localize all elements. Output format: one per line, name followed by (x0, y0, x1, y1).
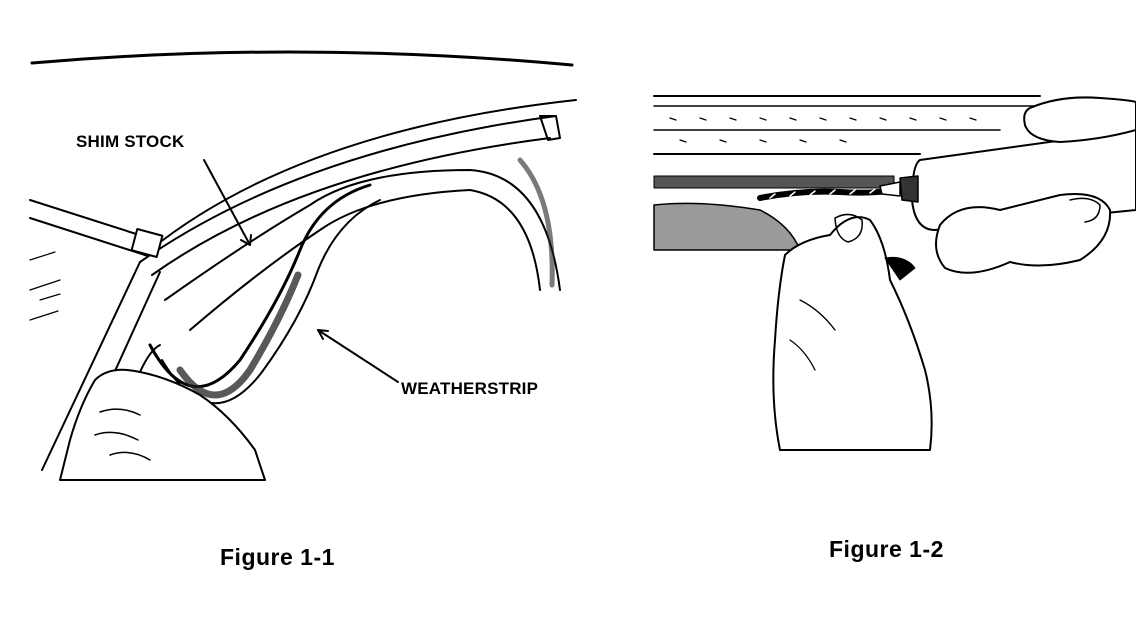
channel-stitch-row-2 (679, 139, 847, 143)
trim-clip (130, 228, 164, 258)
hand-fingers (94, 408, 151, 461)
tube-nozzle (899, 175, 919, 203)
frame-strip-1 (139, 115, 557, 263)
bead-texture (769, 188, 876, 199)
panel-hatching (29, 251, 61, 321)
right-thumbnail (1069, 197, 1101, 223)
figure-1-1-caption: Figure 1-1 (220, 544, 335, 570)
opening-inner (189, 189, 541, 331)
figure-1-1-illustration (29, 50, 577, 481)
channel-stitch-row (669, 117, 977, 121)
figure-1-2-illustration (653, 95, 1136, 451)
frame-strip-2 (151, 137, 551, 276)
hand-thumb (139, 344, 161, 373)
tube-tip (879, 181, 901, 197)
left-hand (772, 216, 933, 451)
shim-stock-label: SHIM STOCK (76, 132, 185, 151)
lower-surface (653, 202, 801, 251)
frame-outer (149, 99, 577, 251)
dark-shadow-under-hand (884, 257, 916, 281)
roof-line (30, 50, 574, 67)
left-hand-creases (789, 299, 836, 371)
right-hand (935, 193, 1112, 274)
opening-shading (517, 157, 555, 288)
shim-stock-leader (203, 159, 251, 246)
adhesive-bead (757, 187, 898, 201)
opening-outer (164, 169, 561, 301)
weatherstrip-arrow (317, 329, 329, 340)
weatherstrip-label: WEATHERSTRIP (401, 379, 539, 398)
trim-bar (29, 199, 156, 241)
upper-hand (1023, 96, 1136, 143)
molding-end (539, 115, 561, 141)
weatherstrip-shadow (176, 271, 302, 399)
left-thumbnail (834, 213, 863, 243)
hand-outline (59, 368, 266, 481)
pillar-left (41, 261, 141, 471)
figure-1-2-caption: Figure 1-2 (829, 536, 944, 562)
hatched-strip (653, 175, 895, 189)
shim-stock-arrow (240, 234, 252, 246)
weatherstrip-leader (317, 329, 399, 383)
trim-bar-lower (29, 217, 149, 257)
